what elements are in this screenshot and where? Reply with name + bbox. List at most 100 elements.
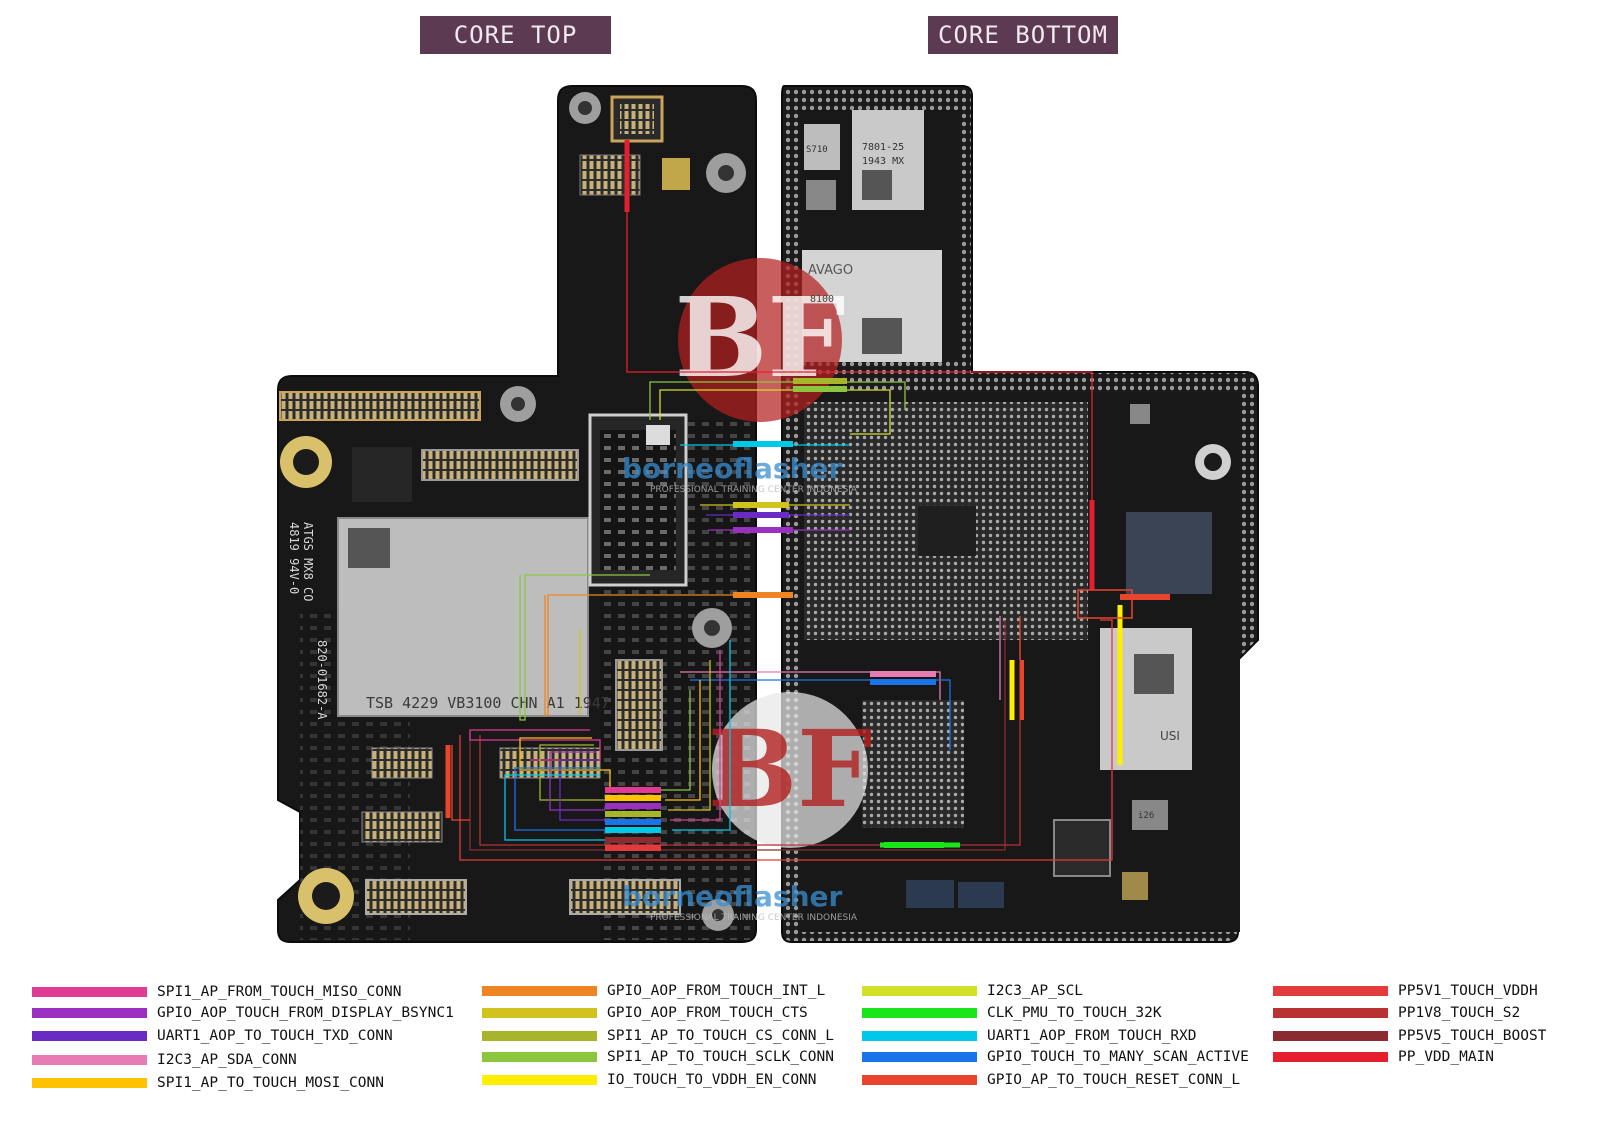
trace-i2c3-sda [680,671,941,700]
tag-bsync1-a [605,803,661,809]
legend-item-pp1v8: PP1V8_TOUCH_S2 [1273,1004,1520,1022]
legend-item-cs-conn: SPI1_AP_TO_TOUCH_CS_CONN_L [482,1027,834,1045]
tag-bsync1 [733,527,793,533]
legend-swatch [482,1008,597,1018]
legend-item-i2c3-sda: I2C3_AP_SDA_CONN [32,1051,297,1069]
trace-sclk-left [519,574,650,721]
chip-label-1943: 1943 MX [862,156,904,167]
watermark-text-2: borneoflasher [622,880,842,913]
tag-uart-rxd [733,441,793,447]
legend-item-sclk: SPI1_AP_TO_TOUCH_SCLK_CONN [482,1048,834,1066]
board-diagram: BF BF borneoflasher PROFESSIONAL TRAININ… [277,85,1259,943]
legend-swatch [862,986,977,996]
tag-scan-a [605,819,661,825]
tag-scan-active [870,679,936,685]
legend-item-cts: GPIO_AOP_FROM_TOUCH_CTS [482,1004,808,1022]
legend-label: I2C3_AP_SDA_CONN [157,1052,297,1068]
legend-label: I2C3_AP_SCL [987,983,1084,999]
legend-swatch [482,986,597,996]
tag-mosi-a [605,795,661,801]
legend-item-clk-32k: CLK_PMU_TO_TOUCH_32K [862,1004,1162,1022]
legend-item-pp-vdd-main: PP_VDD_MAIN [1273,1048,1494,1066]
legend-swatch [1273,1052,1388,1062]
tag-clk-32k [884,842,944,848]
watermark-logos: BF BF borneoflasher PROFESSIONAL TRAININ… [622,258,872,923]
core-bottom-title: CORE BOTTOM [928,16,1118,54]
legend-swatch [862,1031,977,1041]
core-top-title-text: CORE TOP [453,21,578,49]
tag-sclk [793,386,847,392]
legend-label: GPIO_AOP_FROM_TOUCH_INT_L [607,983,826,999]
legend-swatch [862,1052,977,1062]
legend-label: SPI1_AP_TO_TOUCH_SCLK_CONN [607,1049,834,1065]
legend-item-uart1-txd: UART1_AOP_TO_TOUCH_TXD_CONN [32,1027,393,1045]
legend-label: SPI1_AP_FROM_TOUCH_MISO_CONN [157,984,402,1000]
tag-cs-a [605,811,661,817]
core-top-title: CORE TOP [420,16,611,54]
trace-scan-active [690,679,951,750]
watermark-subtext-2: PROFESSIONAL TRAINING CENTER INDONESIA [650,913,858,923]
legend-swatch [1273,1008,1388,1018]
legend-swatch [862,1075,977,1085]
legend-item-spi1-mosi: SPI1_AP_TO_TOUCH_MOSI_CONN [32,1074,384,1092]
watermark-text-1: borneoflasher [622,452,842,485]
legend-label: GPIO_TOUCH_TO_MANY_SCAN_ACTIVE [987,1049,1249,1065]
tag-miso-a [605,787,661,793]
legend-label: UART1_AOP_FROM_TOUCH_RXD [987,1028,1197,1044]
legend-label: GPIO_AOP_TOUCH_FROM_DISPLAY_BSYNC1 [157,1005,454,1021]
board-marking-rating: 4819 94V-0 [287,522,301,594]
legend-swatch [862,1008,977,1018]
chip-label-7801: 7801-25 [862,142,904,153]
chip-label-large: TSB 4229 VB3100 CHN A1 1947 [366,694,610,712]
trace-int-l [544,594,790,716]
legend-swatch [32,1008,147,1018]
tag-i2c3-sda [870,671,936,677]
legend-swatch [32,1031,147,1041]
legend-item-uart1-rxd: UART1_AOP_FROM_TOUCH_RXD [862,1027,1197,1045]
chip-label-avago: AVAGO [808,263,853,278]
legend-swatch [482,1075,597,1085]
trace-pp1v8 [479,640,1021,846]
legend-label: PP5V1_TOUCH_VDDH [1398,983,1538,999]
tag-pp5v5-a [605,837,661,843]
tag-uart-txd [733,512,789,518]
legend-swatch [1273,986,1388,996]
trace-tags [605,378,1170,851]
chip-label-8100: 8100 [810,294,834,305]
legend-item-bsync1: GPIO_AOP_TOUCH_FROM_DISPLAY_BSYNC1 [32,1004,454,1022]
legend-item-scan-active: GPIO_TOUCH_TO_MANY_SCAN_ACTIVE [862,1048,1249,1066]
legend-label: SPI1_AP_TO_TOUCH_CS_CONN_L [607,1028,834,1044]
chip-label-usi: USI [1160,729,1180,743]
legend-label: PP1V8_TOUCH_S2 [1398,1005,1521,1021]
tag-pp5v1-a [605,845,661,851]
legend-label: PP_VDD_MAIN [1398,1049,1495,1065]
legend-swatch [482,1031,597,1041]
legend-swatch [32,1078,147,1088]
legend-item-vddh-en: IO_TOUCH_TO_VDDH_EN_CONN [482,1071,817,1089]
legend-item-pp5v1: PP5V1_TOUCH_VDDH [1273,982,1538,1000]
legend-item-i2c3-scl: I2C3_AP_SCL [862,982,1083,1000]
tag-cs-conn [793,378,847,384]
logo-bottom-letters: BF [708,706,873,831]
tag-cts [733,502,789,508]
legend-item-int-l: GPIO_AOP_FROM_TOUCH_INT_L [482,982,825,1000]
legend-label: SPI1_AP_TO_TOUCH_MOSI_CONN [157,1075,384,1091]
legend-label: PP5V5_TOUCH_BOOST [1398,1028,1547,1044]
legend-item-pp5v5: PP5V5_TOUCH_BOOST [1273,1027,1546,1045]
board-markings: TSB 4229 VB3100 CHN A1 1947 AVAGO USI S7… [287,142,1180,821]
core-top-components [279,92,746,931]
legend-item-reset-conn: GPIO_AP_TO_TOUCH_RESET_CONN_L [862,1071,1240,1089]
watermark-subtext-1: PROFESSIONAL TRAINING CENTER INDONESIA [650,485,858,495]
tag-int-l [733,592,793,598]
legend-item-spi1-miso: SPI1_AP_FROM_TOUCH_MISO_CONN [32,983,401,1001]
tag-rxd-a [605,827,661,833]
legend-label: GPIO_AP_TO_TOUCH_RESET_CONN_L [987,1072,1241,1088]
legend-swatch [32,1055,147,1065]
legend-label: GPIO_AOP_FROM_TOUCH_CTS [607,1005,808,1021]
board-marking-code: ATGS MX8 CO [301,522,315,601]
legend-label: UART1_AOP_TO_TOUCH_TXD_CONN [157,1028,393,1044]
legend-label: CLK_PMU_TO_TOUCH_32K [987,1005,1162,1021]
trace-pp5v5 [469,620,1006,851]
legend-swatch [1273,1031,1388,1041]
chip-label-s710: S710 [806,145,828,155]
